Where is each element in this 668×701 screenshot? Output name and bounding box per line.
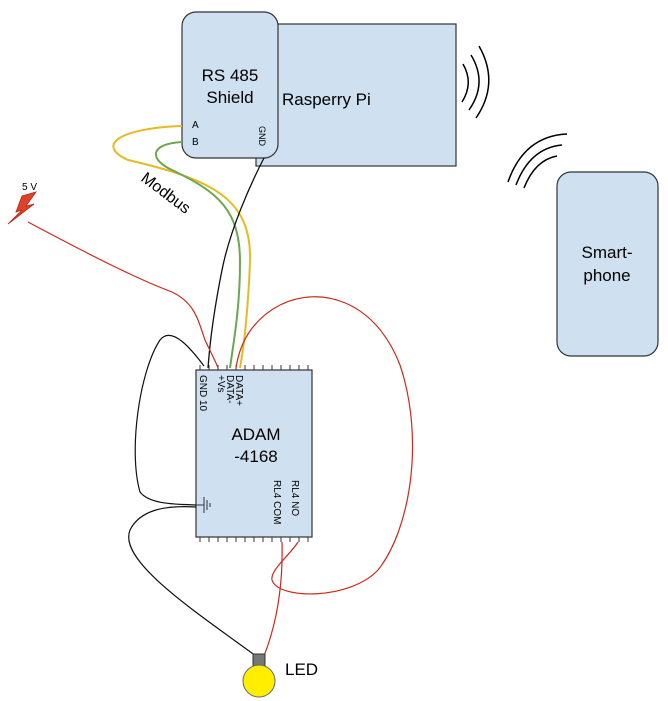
adam-pin-rl4-no-label: RL4 NO bbox=[289, 480, 300, 516]
adam-connector-pins bbox=[199, 365, 309, 542]
power-label: 5 V bbox=[22, 182, 37, 193]
rs485-pin-gnd-label: GND bbox=[257, 126, 267, 147]
wire-gnd-black bbox=[207, 157, 265, 369]
wire-led-ground-black bbox=[128, 506, 257, 657]
wifi-signal-icon-phone bbox=[507, 133, 568, 189]
rs485-shield-label-line2: Shield bbox=[206, 88, 253, 107]
adam-pin-vs-label: +Vs bbox=[215, 375, 226, 393]
wire-rl4-com-red bbox=[263, 541, 283, 657]
led-bulb-icon bbox=[242, 664, 276, 698]
wifi-signal-icon-pi bbox=[461, 45, 490, 119]
wire-data-plus-yellow bbox=[112, 125, 252, 369]
smartphone-label-line1: Smart- bbox=[582, 243, 633, 262]
led-label: LED bbox=[285, 660, 318, 679]
wire-data-minus-green bbox=[154, 141, 242, 369]
rs485-pin-b-label: B bbox=[192, 137, 199, 148]
adam-pin-data-plus-label: DATA+ bbox=[233, 375, 244, 406]
raspberry-pi-label: Rasperry Pi bbox=[282, 90, 371, 109]
adam-4168-box bbox=[195, 369, 313, 538]
raspberry-pi-box bbox=[255, 23, 457, 167]
adam-pin-rl4-com-label: RL4 COM bbox=[271, 480, 282, 524]
wire-ground-loop-black bbox=[134, 334, 205, 506]
smartphone-box bbox=[556, 171, 659, 357]
adam-label-line2: -4168 bbox=[234, 447, 277, 466]
adam-label-line1: ADAM bbox=[231, 425, 280, 444]
rs485-shield-box bbox=[181, 11, 279, 159]
rs485-shield-label-line1: RS 485 bbox=[202, 66, 259, 85]
rs485-pin-a-label: A bbox=[192, 120, 199, 131]
ground-icon bbox=[196, 497, 211, 513]
wire-rl4-no-red bbox=[235, 296, 414, 595]
led-base bbox=[252, 653, 266, 667]
adam-pin-data-minus-label: DATA- bbox=[224, 375, 235, 404]
smartphone-label-line2: phone bbox=[583, 266, 630, 285]
adam-pin-gnd-label: GND 10 bbox=[197, 375, 208, 412]
wire-5v-red bbox=[27, 221, 219, 369]
power-bolt-icon bbox=[7, 191, 37, 225]
